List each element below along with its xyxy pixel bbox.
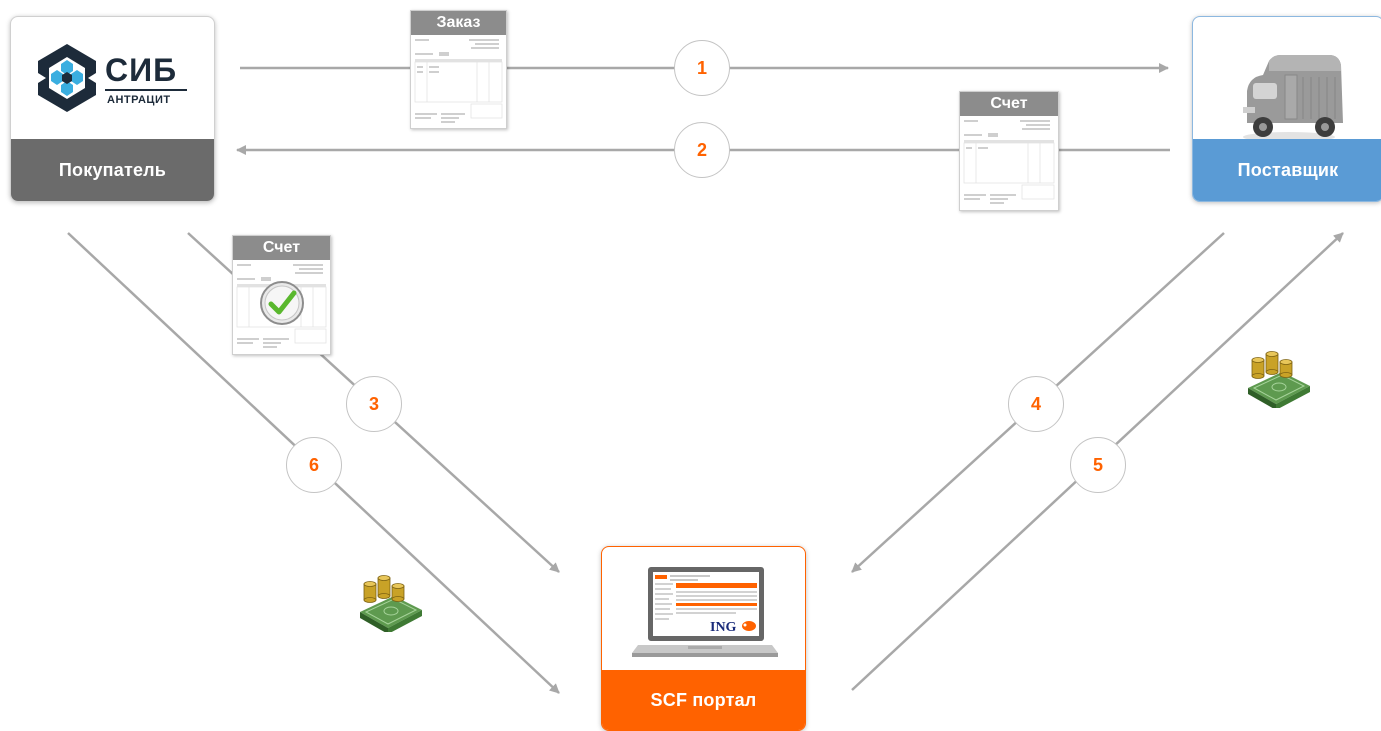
sib-anthracite-logo: СИБ АНТРАЦИТ (37, 39, 207, 119)
document-lines-icon (414, 39, 503, 123)
money-stack-icon (1248, 351, 1310, 408)
portal-label: SCF портал (602, 670, 805, 730)
document-title: Счет (960, 92, 1058, 116)
step-5-circle: 5 (1070, 437, 1126, 493)
step-4-circle: 4 (1008, 376, 1064, 432)
scf-portal-node: ING SCF портал (601, 546, 806, 731)
checkmark-icon (260, 281, 304, 325)
step-1-circle: 1 (674, 40, 730, 96)
hexagon-cube-icon (38, 44, 96, 112)
document-lines-icon (963, 120, 1055, 204)
document-title: Счет (233, 236, 330, 260)
step-3-circle: 3 (346, 376, 402, 432)
document-title: Заказ (411, 11, 506, 35)
approved-invoice-document: Счет (232, 235, 331, 355)
logo-subtitle: АНТРАЦИТ (107, 94, 171, 106)
ing-brand-text: ING (710, 620, 737, 635)
supplier-node: Поставщик (1192, 16, 1381, 202)
step-6-circle: 6 (286, 437, 342, 493)
logo-title: СИБ (105, 52, 178, 88)
delivery-van-icon (1243, 55, 1343, 142)
step-2-circle: 2 (674, 122, 730, 178)
buyer-node: СИБ АНТРАЦИТ Покупатель (10, 16, 215, 202)
order-document: Заказ (410, 10, 507, 129)
invoice-document: Счет (959, 91, 1059, 211)
supplier-label: Поставщик (1193, 139, 1381, 201)
logo-divider (105, 89, 187, 91)
laptop-icon: ING (632, 567, 778, 657)
buyer-label: Покупатель (11, 139, 214, 201)
money-stack-icon (360, 575, 422, 632)
